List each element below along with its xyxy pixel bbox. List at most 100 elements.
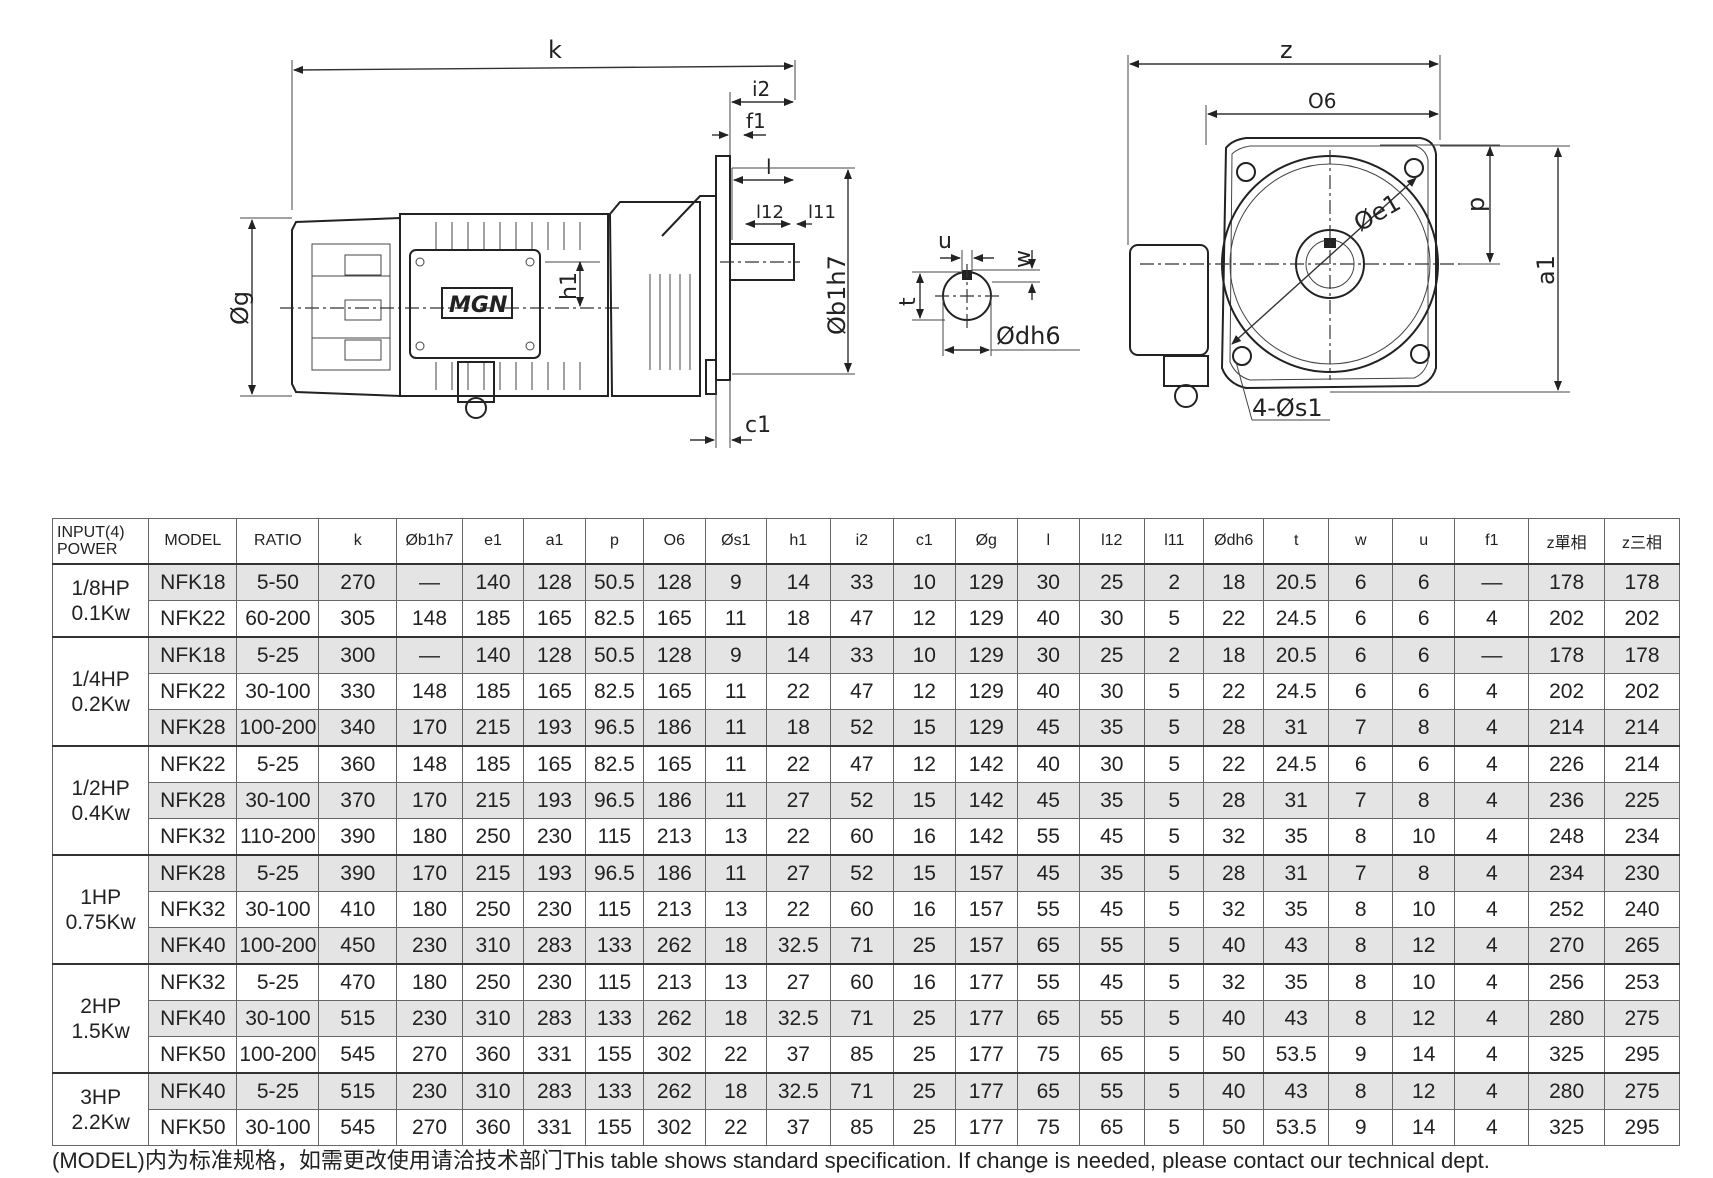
- table-cell: 50: [1203, 1036, 1264, 1074]
- table-cell: 14: [1391, 1109, 1456, 1146]
- table-cell: 37: [766, 1036, 831, 1074]
- table-cell: 100-200: [236, 1036, 320, 1074]
- table-cell: 12: [1391, 1072, 1456, 1110]
- table-cell: 52: [829, 854, 895, 892]
- table-cell: 35: [1262, 818, 1330, 856]
- table-cell: 5: [1144, 854, 1205, 892]
- table-cell: 2: [1144, 636, 1205, 674]
- table-cell: 65: [1017, 1000, 1080, 1037]
- table-cell: 133: [584, 927, 645, 965]
- table-cell: NFK50: [148, 1109, 238, 1146]
- column-header: i2: [829, 518, 895, 565]
- table-cell: 545: [318, 1036, 398, 1074]
- table-cell: 115: [584, 818, 645, 856]
- table-cell: 5: [1144, 1109, 1205, 1146]
- table-cell: 305: [318, 600, 398, 638]
- table-cell: 12: [893, 745, 956, 783]
- table-cell: 515: [318, 1000, 398, 1037]
- table-cell: 22: [766, 891, 831, 928]
- table-cell: 128: [643, 636, 706, 674]
- table-cell: 30-100: [236, 673, 320, 710]
- table-cell: 6: [1391, 745, 1456, 783]
- label-o6: O6: [1308, 89, 1336, 113]
- table-cell: 193: [523, 709, 586, 747]
- table-cell: 9: [704, 636, 768, 674]
- table-cell: 180: [396, 818, 463, 856]
- table-cell: 4: [1454, 745, 1530, 783]
- table-cell: 129: [954, 636, 1019, 674]
- column-header: l: [1017, 518, 1080, 565]
- table-cell: 22: [1203, 745, 1264, 783]
- shaft-section-view: u w t Ødh6: [896, 229, 1080, 356]
- table-cell: 390: [318, 854, 398, 892]
- table-cell: 202: [1528, 600, 1606, 638]
- table-cell: 8: [1391, 709, 1456, 747]
- table-cell: 13: [704, 963, 768, 1001]
- table-cell: 25: [893, 1072, 956, 1110]
- table-cell: 96.5: [584, 709, 645, 747]
- table-cell: 8: [1391, 782, 1456, 819]
- table-cell: 6: [1391, 673, 1456, 710]
- table-cell: 256: [1528, 963, 1606, 1001]
- table-cell: 25: [893, 927, 956, 965]
- table-cell: 30-100: [236, 1109, 320, 1146]
- table-cell: 5-25: [236, 745, 320, 783]
- table-cell: 148: [396, 745, 463, 783]
- table-cell: 360: [461, 1036, 525, 1074]
- label-g: Øg: [226, 291, 254, 325]
- table-cell: 202: [1604, 673, 1680, 710]
- table-cell: 165: [523, 600, 586, 638]
- table-cell: 45: [1017, 782, 1080, 819]
- table-cell: 6: [1328, 636, 1393, 674]
- column-header: RATIO: [236, 518, 320, 565]
- table-cell: 140: [461, 636, 525, 674]
- table-cell: 4: [1454, 927, 1530, 965]
- footnote: (MODEL)内为标准规格，如需更改使用请洽技术部门This table sho…: [52, 1148, 1490, 1173]
- table-cell: 85: [829, 1036, 895, 1074]
- table-cell: 40: [1203, 927, 1264, 965]
- table-cell: 96.5: [584, 854, 645, 892]
- label-dh6: Ødh6: [996, 322, 1061, 350]
- table-cell: —: [1454, 636, 1530, 674]
- table-cell: 100-200: [236, 927, 320, 965]
- table-cell: 240: [1604, 891, 1680, 928]
- table-cell: 31: [1262, 709, 1330, 747]
- table-cell: 280: [1528, 1000, 1606, 1037]
- table-cell: 6: [1391, 636, 1456, 674]
- table-cell: 32: [1203, 891, 1264, 928]
- table-cell: 170: [396, 709, 463, 747]
- table-cell: 186: [643, 782, 706, 819]
- table-cell: 213: [643, 963, 706, 1001]
- table-cell: 30: [1078, 600, 1146, 638]
- table-cell: 31: [1262, 782, 1330, 819]
- table-cell: 325: [1528, 1109, 1606, 1146]
- table-cell: 10: [1391, 891, 1456, 928]
- table-cell: 11: [704, 854, 768, 892]
- table-cell: 170: [396, 854, 463, 892]
- table-cell: 30-100: [236, 1000, 320, 1037]
- table-cell: 4: [1454, 1072, 1530, 1110]
- column-header: Ødh6: [1203, 518, 1264, 565]
- table-cell: 82.5: [584, 745, 645, 783]
- table-cell: 9: [1328, 1109, 1393, 1146]
- table-cell: 155: [584, 1036, 645, 1074]
- table-cell: 4: [1454, 1000, 1530, 1037]
- table-cell: 262: [643, 927, 706, 965]
- table-cell: 43: [1262, 1000, 1330, 1037]
- table-cell: 5: [1144, 673, 1205, 710]
- table-cell: 310: [461, 1000, 525, 1037]
- table-cell: 82.5: [584, 600, 645, 638]
- table-cell: 9: [1328, 1036, 1393, 1074]
- table-cell: 250: [461, 963, 525, 1001]
- table-cell: 47: [829, 745, 895, 783]
- table-cell: NFK22: [148, 600, 238, 638]
- table-cell: NFK22: [148, 745, 238, 783]
- table-cell: 128: [523, 636, 586, 674]
- brand-logo: MGN: [449, 293, 507, 318]
